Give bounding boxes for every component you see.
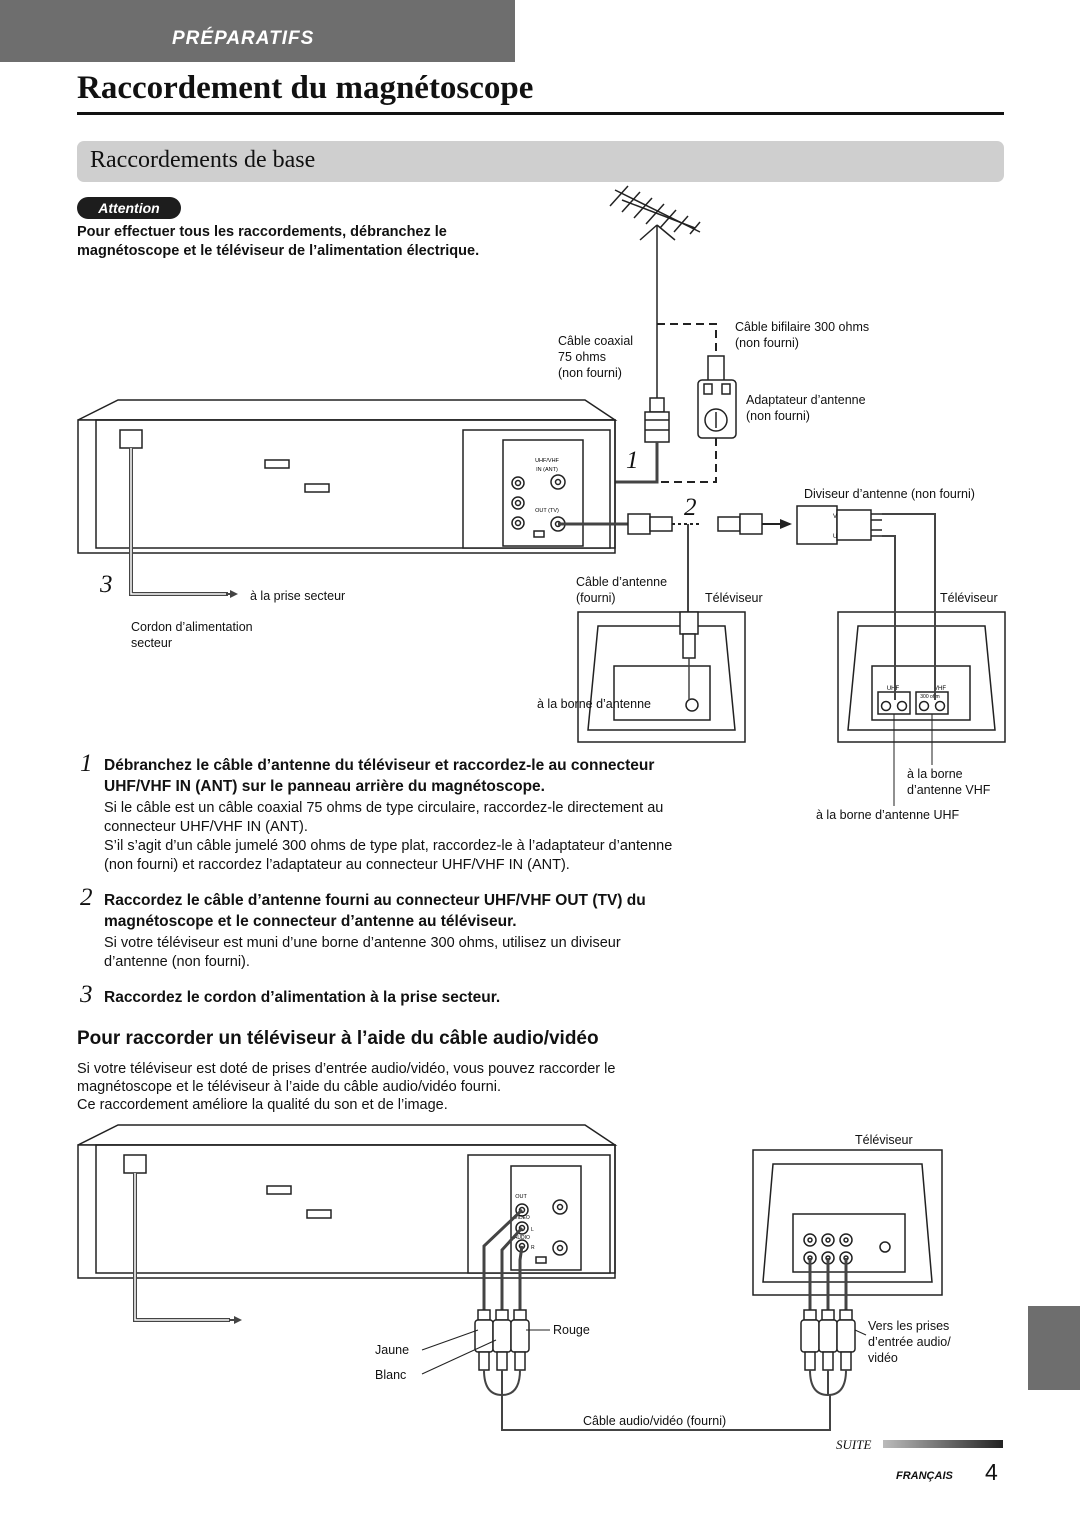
antenna-cable-label: Câble d’antenne(fourni): [576, 575, 668, 605]
tv-uhf-label: UHF: [887, 686, 900, 692]
av-section-title: Pour raccorder un téléviseur à l’aide du…: [77, 1028, 599, 1049]
vcr-rear-panel-2: [77, 1124, 618, 1279]
antenna-cable-plug-right-icon: [717, 513, 763, 535]
attention-badge: Attention: [77, 197, 181, 219]
callout-2: 2: [684, 494, 697, 521]
coax-plug-icon: [644, 397, 670, 443]
adapter-label: Adaptateur d’antenne(non fourni): [746, 393, 866, 423]
suite-bar: [883, 1440, 1003, 1448]
tv-rear-av: [752, 1149, 943, 1296]
step-1-head-1: Débranchez le câble d’antenne du télévis…: [104, 757, 655, 774]
step-1-number: 1: [80, 750, 93, 777]
antenna-splitter-icon: [796, 505, 882, 545]
panel-out-label: OUT: [515, 1194, 527, 1200]
step-1-head-2: UHF/VHF IN (ANT) sur le panneau arrière …: [104, 778, 545, 795]
callout-1: 1: [626, 447, 639, 474]
plug-arrow-icon: [230, 590, 238, 598]
red-label: Rouge: [553, 1323, 590, 1337]
rca-plugs-left-icon: [474, 1309, 530, 1371]
step-2-body-1: Si votre téléviseur est muni d’une borne…: [104, 935, 621, 951]
panel-audio-label: AUDIO: [514, 1235, 530, 1241]
language-label: FRANÇAIS: [896, 1470, 953, 1482]
step-2-head-2: magnétoscope et le connecteur d’antenne …: [104, 913, 517, 930]
antenna-cable-plug-icon: [627, 513, 673, 535]
tv-vhf-label: VHF: [934, 686, 946, 692]
step-1-body-4: (non fourni) et raccordez l’adaptateur a…: [104, 857, 570, 873]
step-2-body-2: d’antenne (non fourni).: [104, 954, 250, 970]
step-1-body-3: S’il s’agit d’un câble jumelé 300 ohms d…: [104, 838, 673, 854]
section-tab-label: PRÉPARATIFS: [172, 28, 315, 49]
step-3-number: 3: [80, 981, 93, 1008]
suite-label: SUITE: [836, 1437, 872, 1452]
tv-rear-right: [837, 611, 1006, 743]
yellow-label: Jaune: [375, 1343, 410, 1357]
antenna-icon: [609, 185, 701, 278]
attention-text: Pour effectuer tous les raccordements, d…: [77, 223, 547, 261]
step-2-head-1: Raccordez le câble d’antenne fourni au c…: [104, 892, 646, 909]
splitter-u-label: U: [833, 534, 837, 540]
white-label: Blanc: [375, 1368, 407, 1382]
av-tv-label: Téléviseur: [855, 1133, 913, 1147]
step-3-head: Raccordez le cordon d’alimentation à la …: [104, 989, 501, 1006]
antenna-adapter-icon: [697, 355, 737, 439]
panel-out-tv-label: OUT (TV): [535, 508, 559, 514]
side-tab: [1028, 1306, 1080, 1390]
to-outlet-label: à la prise secteur: [250, 589, 346, 603]
step-1: Débranchez le câble d’antenne du télévis…: [104, 755, 764, 875]
tv-300-label: 300 ohm: [920, 694, 939, 700]
twin-lead-label: Câble bifilaire 300 ohms(non fourni): [735, 320, 870, 350]
panel-r-label: R: [531, 1245, 535, 1251]
panel-in-ant-label: IN (ANT): [536, 467, 558, 473]
tv-rear-left: [577, 611, 746, 743]
step-2: Raccordez le câble d’antenne fourni au c…: [104, 890, 764, 972]
attention-line-2: magnétoscope et le téléviseur de l’alime…: [77, 243, 480, 259]
section-bar: [77, 141, 1004, 182]
tv-left-label: Téléviseur: [705, 591, 763, 605]
page-number: 4: [985, 1459, 998, 1485]
av-section-paragraph: Si votre téléviseur est doté de prises d…: [77, 1061, 616, 1113]
section-title: Raccordements de base: [90, 147, 316, 173]
attention-line-1: Pour effectuer tous les raccordements, d…: [77, 224, 447, 240]
splitter-v-label: V: [833, 514, 837, 520]
step-1-body-1: Si le câble est un câble coaxial 75 ohms…: [104, 800, 664, 816]
splitter-label: Diviseur d’antenne (non fourni): [804, 487, 975, 501]
vcr-rear-panel-1: [77, 399, 618, 554]
antenna-terminal-label: à la borne d’antenne: [537, 697, 651, 711]
callout-3: 3: [100, 571, 113, 598]
step-1-body-2: connecteur UHF/VHF IN (ANT).: [104, 819, 308, 835]
panel-l-label: L: [531, 1227, 534, 1233]
title-rule: [77, 112, 1004, 115]
tv-right-label: Téléviseur: [940, 591, 998, 605]
uhf-terminal-label: à la borne d’antenne UHF: [816, 808, 960, 822]
step-2-number: 2: [80, 884, 93, 911]
panel-uhf-vhf-label: UHF/VHF: [535, 458, 559, 464]
rca-plugs-right-icon: [800, 1309, 856, 1371]
page-title: Raccordement du magnétoscope: [77, 70, 534, 106]
plug-arrow-2-icon: [234, 1316, 242, 1324]
panel-video-label: VIDEO: [514, 1215, 530, 1221]
section-tab: [0, 0, 515, 62]
av-cable-label: Câble audio/vidéo (fourni): [583, 1414, 727, 1428]
